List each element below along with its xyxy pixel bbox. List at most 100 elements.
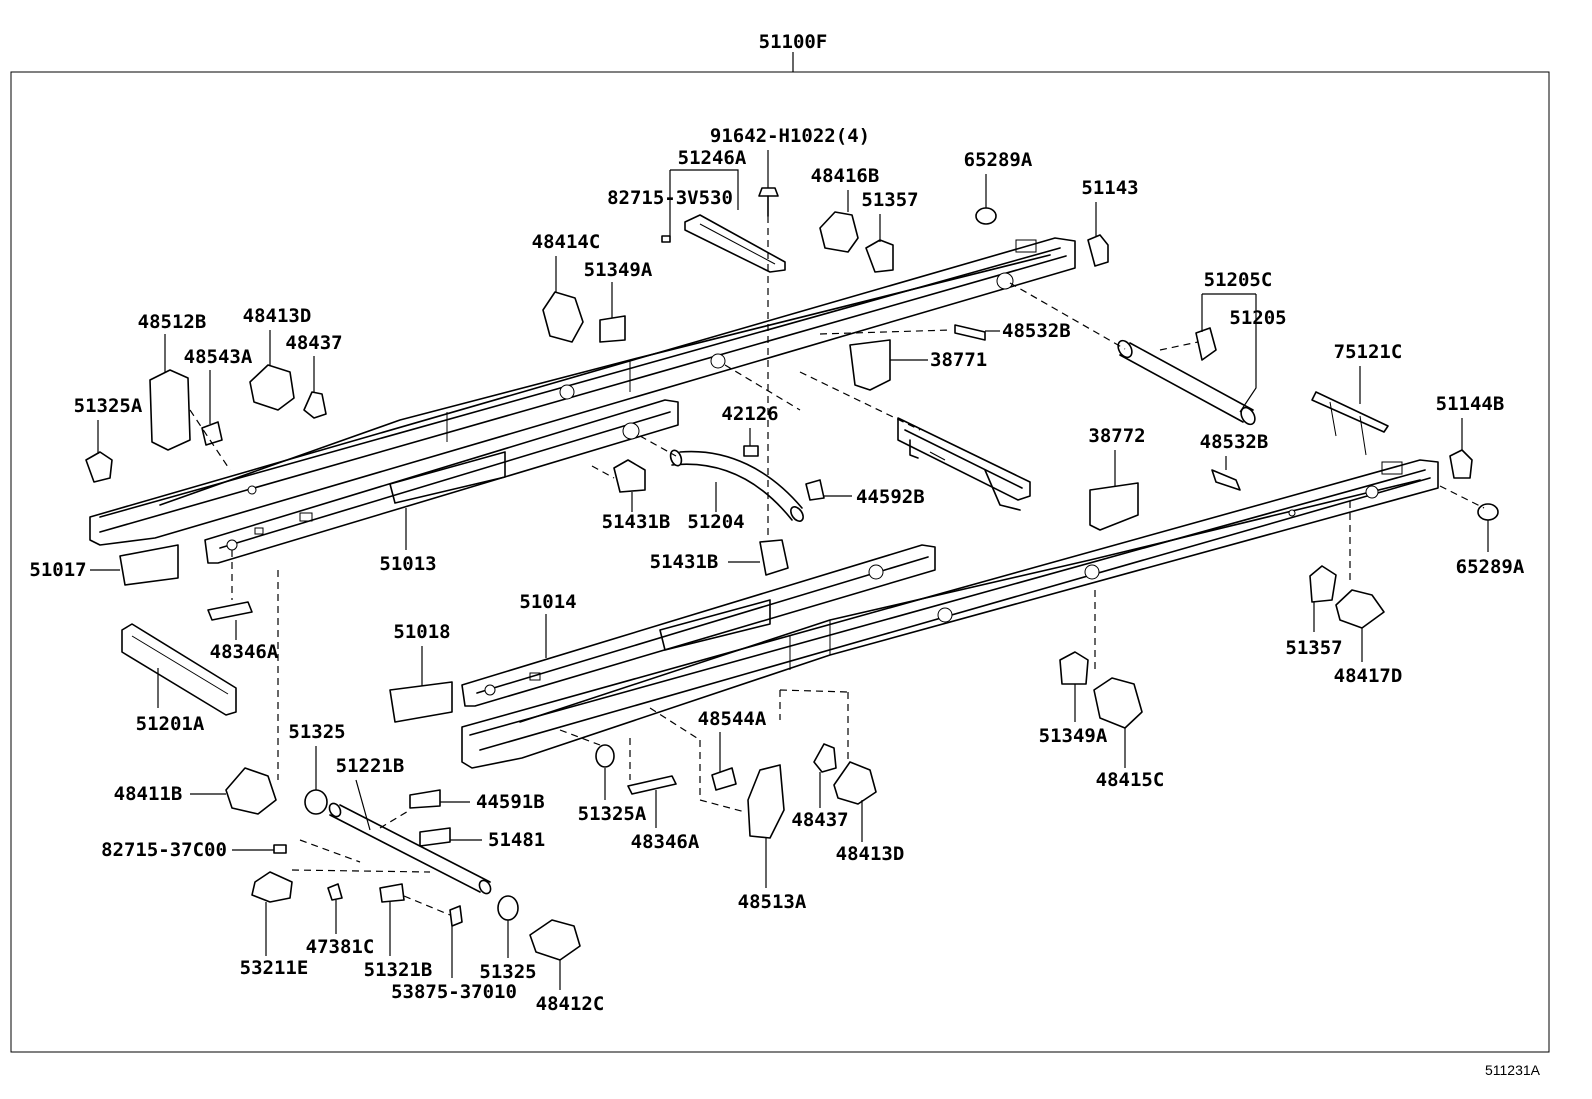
part-51325-b	[497, 895, 519, 921]
callout-44592B: 44592B	[856, 486, 925, 508]
reference-code: 511231A	[1485, 1062, 1541, 1078]
part-51013	[204, 399, 679, 564]
callout-51205C: 51205C	[1204, 269, 1273, 291]
part-48417D	[1335, 589, 1385, 629]
callout-48543A: 48543A	[184, 346, 253, 368]
part-51349A-top	[599, 315, 626, 343]
part-51357-top	[865, 239, 894, 273]
callout-51017: 51017	[29, 559, 86, 581]
callout-47381C: 47381C	[306, 936, 375, 958]
assembly-label: 51100F	[759, 31, 828, 53]
callout-labels: 91642-H1022(4) 51246A 82715-3V530 48416B…	[29, 125, 1524, 1015]
callout-51013: 51013	[379, 553, 436, 575]
callout-51201A: 51201A	[136, 713, 205, 735]
callout-51325-a: 51325	[288, 721, 345, 743]
part-51201A	[121, 623, 237, 716]
part-48543A	[201, 421, 223, 446]
callout-51321B: 51321B	[364, 959, 433, 981]
callout-51221B: 51221B	[336, 755, 405, 777]
part-48512B	[149, 369, 191, 451]
part-51221B	[328, 802, 492, 895]
part-48532B-mid	[1211, 469, 1241, 491]
callout-51143: 51143	[1081, 177, 1138, 199]
part-48346A-mid	[627, 775, 677, 795]
callout-51325-b: 51325	[479, 961, 536, 983]
part-51205-tube	[1117, 339, 1256, 426]
callout-65289A-top: 65289A	[964, 149, 1033, 171]
part-51357-right	[1309, 565, 1337, 603]
callout-53875-37010: 53875-37010	[391, 981, 517, 1003]
callout-38772: 38772	[1088, 425, 1145, 447]
part-48412C	[529, 919, 581, 961]
callout-48411B: 48411B	[114, 783, 183, 805]
part-38771-crossmember	[897, 417, 1031, 511]
callout-53211E: 53211E	[240, 957, 309, 979]
part-51431B-b	[759, 539, 789, 576]
callout-48412C: 48412C	[536, 993, 605, 1015]
callout-51349A-right: 51349A	[1039, 725, 1108, 747]
callout-48544A: 48544A	[698, 708, 767, 730]
part-48416B	[819, 211, 859, 253]
part-65289A-right	[1477, 503, 1499, 521]
part-51144B	[1449, 449, 1473, 479]
lower-frame-rail	[461, 459, 1439, 769]
callout-48346A-mid: 48346A	[631, 831, 700, 853]
callout-51357-top: 51357	[861, 189, 918, 211]
callout-48413D-top: 48413D	[243, 305, 312, 327]
callout-51205: 51205	[1229, 307, 1286, 329]
part-48513A	[747, 764, 785, 839]
callout-48414C: 48414C	[532, 231, 601, 253]
part-48437-mid	[813, 743, 837, 773]
callout-51325A-left: 51325A	[74, 395, 143, 417]
part-48346A-left	[207, 601, 253, 621]
part-82715-37C00	[273, 844, 287, 854]
part-51205C	[1195, 327, 1217, 361]
callout-51325A-mid: 51325A	[578, 803, 647, 825]
callout-51144B: 51144B	[1436, 393, 1505, 415]
callout-48417D: 48417D	[1334, 665, 1403, 687]
callout-51481: 51481	[488, 829, 545, 851]
part-82715-clip	[661, 235, 671, 243]
callout-48513A: 48513A	[738, 891, 807, 913]
callout-48437-mid: 48437	[791, 809, 848, 831]
callout-91642-H1022: 91642-H1022(4)	[710, 125, 870, 147]
part-47381C	[327, 883, 343, 901]
callout-82715-3V530: 82715-3V530	[607, 187, 733, 209]
leader-lines	[90, 150, 1489, 990]
alignment-lines	[189, 216, 1485, 916]
callout-51431B-b: 51431B	[650, 551, 719, 573]
part-51014	[461, 544, 936, 707]
callout-51246A: 51246A	[678, 147, 747, 169]
callout-48346A-left: 48346A	[210, 641, 279, 663]
part-51481	[419, 827, 451, 847]
callout-48512B: 48512B	[138, 311, 207, 333]
part-51325A-mid	[595, 744, 615, 768]
part-51349A-right	[1059, 651, 1089, 685]
callout-51431B-a: 51431B	[602, 511, 671, 533]
part-51018	[389, 681, 453, 723]
part-48415C	[1093, 677, 1143, 729]
part-75121C	[1311, 391, 1389, 456]
callout-48532B-top: 48532B	[1002, 320, 1071, 342]
callout-48413D-mid: 48413D	[836, 843, 905, 865]
part-38771-bracket	[849, 339, 891, 391]
part-51431B-a	[613, 459, 646, 493]
callout-51204: 51204	[687, 511, 744, 533]
callout-44591B: 44591B	[476, 791, 545, 813]
part-51246A	[684, 214, 786, 273]
part-91642-bolt	[758, 187, 779, 217]
part-48411B	[225, 767, 277, 815]
callout-48415C: 48415C	[1096, 769, 1165, 791]
part-51017	[119, 544, 179, 586]
part-48437-top	[303, 391, 327, 419]
callout-65289A-right: 65289A	[1456, 556, 1525, 578]
upper-frame-rail	[89, 237, 1076, 546]
part-42126	[743, 445, 759, 457]
part-65289A-top	[975, 207, 997, 225]
callout-75121C: 75121C	[1334, 341, 1403, 363]
part-44591B	[409, 789, 441, 809]
assembly-boundary	[10, 71, 1550, 1053]
part-51143	[1087, 234, 1109, 267]
